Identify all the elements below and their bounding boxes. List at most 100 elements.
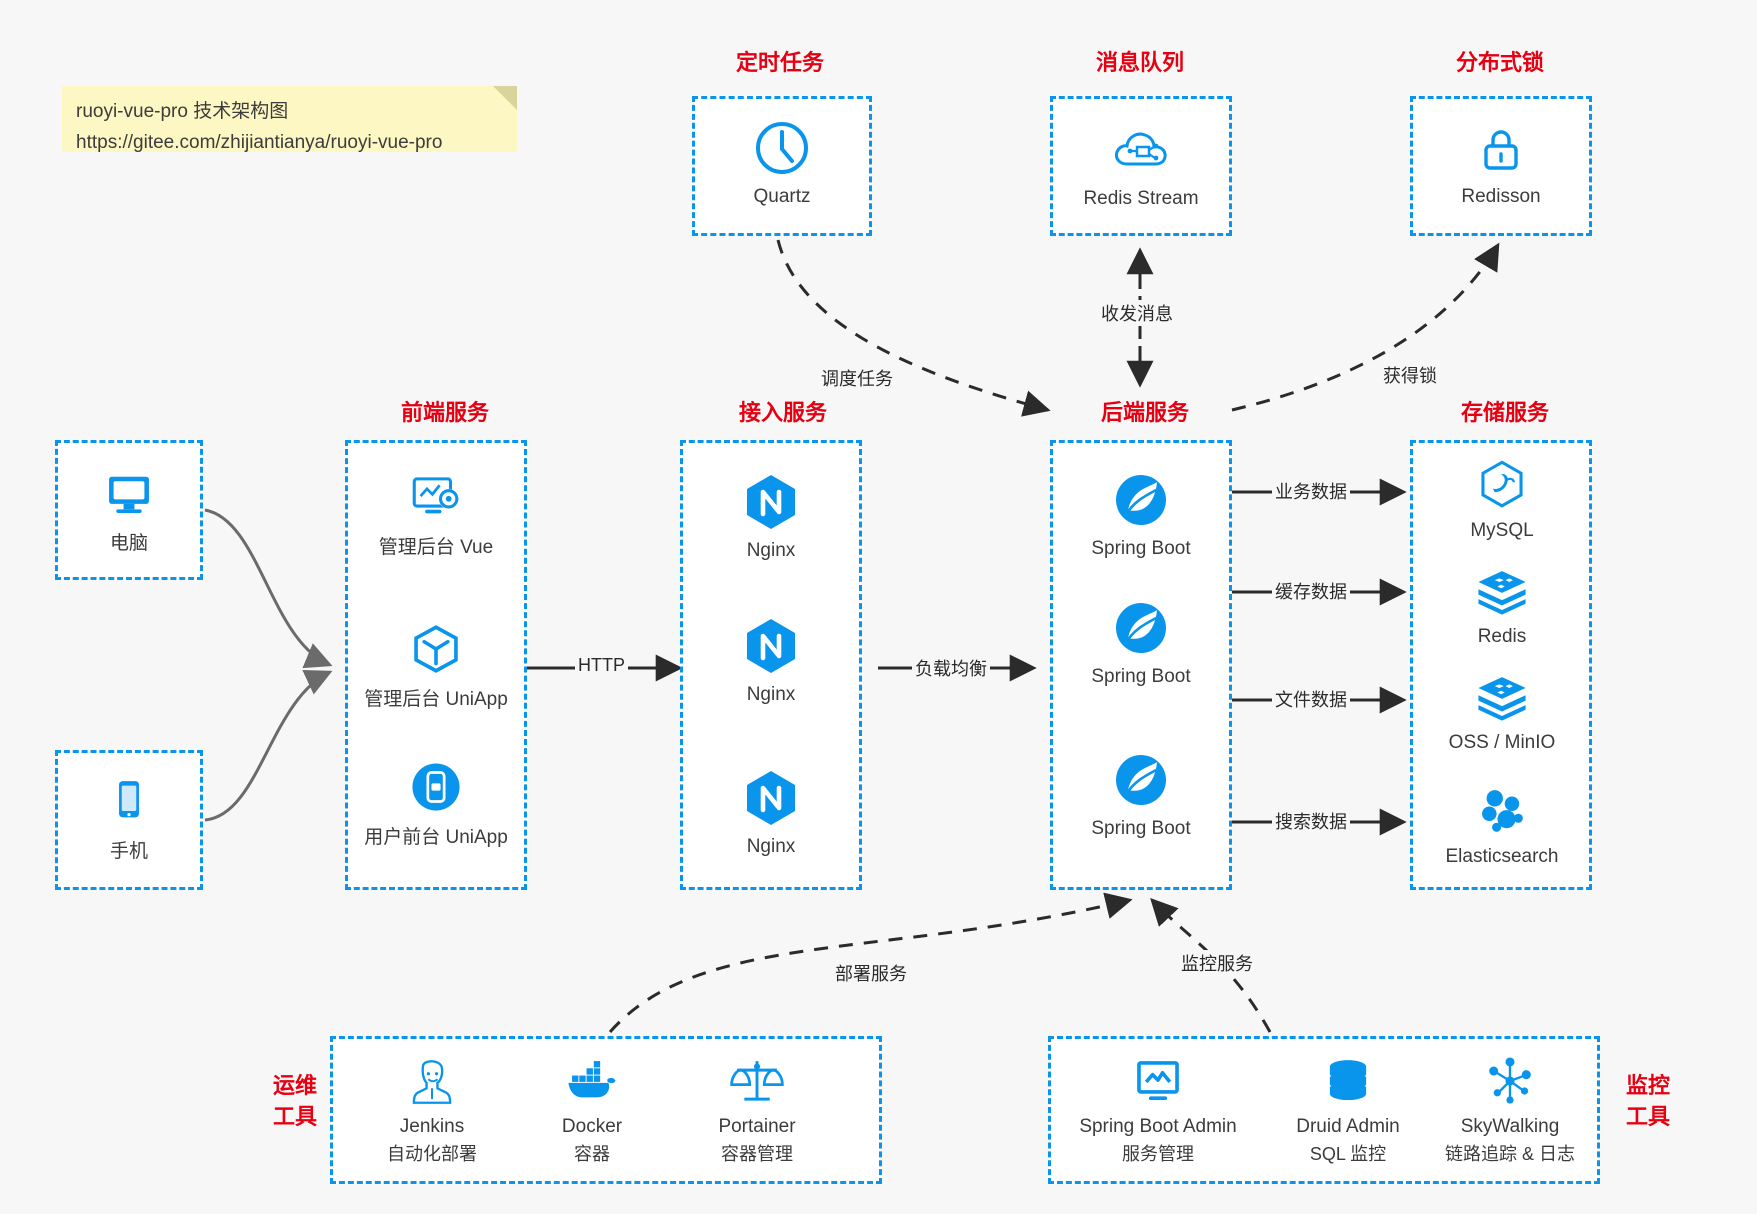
monitor-chart-icon [1137, 1061, 1179, 1101]
group-title-devops-line1: 运维 [272, 1073, 317, 1098]
group-title-storage: 存储服务 [1460, 400, 1549, 425]
group-title-devops-line2: 工具 [272, 1104, 317, 1129]
node-label: Druid Admin [1296, 1116, 1400, 1137]
nginx-icon [747, 619, 795, 673]
edge-label-biz-data: 业务数据 [1272, 478, 1350, 504]
edge-label-mq: 收发消息 [1098, 300, 1176, 326]
node-label: 手机 [109, 841, 148, 862]
docker-whale-icon [568, 1061, 616, 1098]
node-label: Spring Boot [1091, 538, 1191, 559]
group-title-monitor-line1: 监控 [1625, 1073, 1670, 1098]
node-redisson[interactable]: Redisson [1441, 116, 1561, 208]
node-springboot-2[interactable]: Spring Boot [1075, 596, 1207, 688]
group-title-monitor-line2: 工具 [1625, 1104, 1670, 1129]
node-redis[interactable]: Redis [1440, 562, 1564, 648]
node-label: Nginx [746, 684, 796, 705]
node-desktop[interactable]: 电脑 [75, 464, 183, 555]
padlock-icon [1484, 130, 1518, 170]
node-sublabel: 服务管理 [1122, 1144, 1194, 1164]
elasticsearch-icon [1482, 790, 1523, 832]
node-admin-vue[interactable]: 管理后台 Vue [356, 468, 516, 559]
group-title-backend: 后端服务 [1100, 400, 1189, 425]
node-label: 用户前台 UniApp [364, 827, 508, 848]
edge-label-observe: 监控服务 [1178, 950, 1256, 976]
node-label: Redisson [1461, 186, 1541, 207]
node-label: Jenkins [399, 1116, 465, 1137]
spring-leaf-icon [1116, 475, 1166, 525]
desktop-icon [109, 476, 149, 513]
node-label: Redis Stream [1083, 188, 1199, 209]
node-nginx-2[interactable]: Nginx [710, 614, 832, 706]
node-mysql[interactable]: MySQL [1440, 456, 1564, 542]
group-box-lock [1410, 96, 1592, 236]
node-label: 管理后台 UniApp [364, 689, 508, 710]
node-label: 管理后台 Vue [378, 537, 494, 558]
node-spring-boot-admin[interactable]: Spring Boot Admin 服务管理 [1058, 1052, 1258, 1166]
edge-label-deploy: 部署服务 [832, 960, 910, 986]
jenkins-butler-icon [412, 1060, 452, 1104]
node-user-uniapp[interactable]: 用户前台 UniApp [356, 758, 516, 849]
monitor-gear-icon [412, 477, 459, 514]
mobile-icon [119, 781, 139, 818]
mobile-round-icon [412, 763, 460, 811]
skywalking-icon [1489, 1057, 1531, 1104]
group-title-gateway: 接入服务 [738, 400, 827, 425]
cube-icon [414, 625, 458, 673]
group-title-mq: 消息队列 [1095, 50, 1184, 75]
node-druid-admin[interactable]: Druid Admin SQL 监控 [1268, 1052, 1428, 1166]
node-portainer[interactable]: Portainer 容器管理 [672, 1052, 842, 1166]
group-title-lock: 分布式锁 [1455, 50, 1544, 75]
node-oss-minio[interactable]: OSS / MinIO [1430, 668, 1574, 754]
note-fold-corner [493, 86, 517, 110]
group-title-frontend: 前端服务 [400, 400, 489, 425]
clock-icon [756, 122, 808, 174]
group-box-devops [330, 1036, 882, 1184]
diagram-note: ruoyi-vue-pro 技术架构图 https://gitee.com/zh… [62, 86, 517, 153]
node-springboot-3[interactable]: Spring Boot [1075, 748, 1207, 840]
edge-desktop-frontend [204, 508, 333, 669]
edge-label-lock: 获得锁 [1380, 362, 1440, 388]
node-springboot-1[interactable]: Spring Boot [1075, 468, 1207, 560]
node-jenkins[interactable]: Jenkins 自动化部署 [352, 1052, 512, 1166]
node-label: SkyWalking [1460, 1116, 1560, 1137]
group-title-monitor: 监控 工具 [1608, 1070, 1688, 1132]
node-label: 电脑 [109, 533, 148, 554]
nginx-icon [747, 771, 795, 825]
mysql-dolphin-icon [1481, 460, 1523, 508]
group-title-devops: 运维 工具 [255, 1070, 335, 1132]
node-quartz[interactable]: Quartz [722, 116, 842, 208]
node-sublabel: 容器管理 [721, 1144, 793, 1164]
node-docker[interactable]: Docker 容器 [512, 1052, 672, 1166]
note-line-2: https://gitee.com/zhijiantianya/ruoyi-vu… [76, 132, 443, 153]
group-box-mobile [55, 750, 203, 890]
nginx-icon [747, 475, 795, 529]
node-label: Docker [561, 1116, 623, 1137]
node-label: Nginx [746, 836, 796, 857]
node-label: Spring Boot [1091, 818, 1191, 839]
node-sublabel: 链路追踪 & 日志 [1444, 1144, 1575, 1164]
edge-label-schedule: 调度任务 [818, 365, 896, 391]
node-label: Redis [1477, 626, 1527, 647]
node-nginx-3[interactable]: Nginx [710, 766, 832, 858]
node-label: Elasticsearch [1445, 846, 1559, 867]
edge-label-search-data: 搜索数据 [1272, 808, 1350, 834]
node-label: Spring Boot Admin [1079, 1116, 1237, 1137]
node-label: Portainer [718, 1116, 796, 1137]
node-admin-uniapp[interactable]: 管理后台 UniApp [356, 620, 516, 711]
group-box-mq [1050, 96, 1232, 236]
node-sublabel: SQL 监控 [1309, 1144, 1387, 1164]
spring-leaf-icon [1116, 603, 1166, 653]
node-label: MySQL [1470, 520, 1534, 541]
node-elasticsearch[interactable]: Elasticsearch [1426, 782, 1578, 868]
group-box-scheduler [692, 96, 872, 236]
node-sublabel: 容器 [574, 1144, 610, 1164]
node-label: Quartz [753, 186, 811, 207]
node-nginx-1[interactable]: Nginx [710, 470, 832, 562]
group-title-scheduler: 定时任务 [735, 50, 824, 75]
node-sublabel: 自动化部署 [387, 1144, 477, 1164]
node-label: Spring Boot [1091, 666, 1191, 687]
node-skywalking[interactable]: SkyWalking 链路追踪 & 日志 [1420, 1052, 1600, 1166]
node-mobile[interactable]: 手机 [75, 772, 183, 863]
edge-label-file-data: 文件数据 [1272, 686, 1350, 712]
node-redis-stream[interactable]: Redis Stream [1081, 118, 1201, 210]
